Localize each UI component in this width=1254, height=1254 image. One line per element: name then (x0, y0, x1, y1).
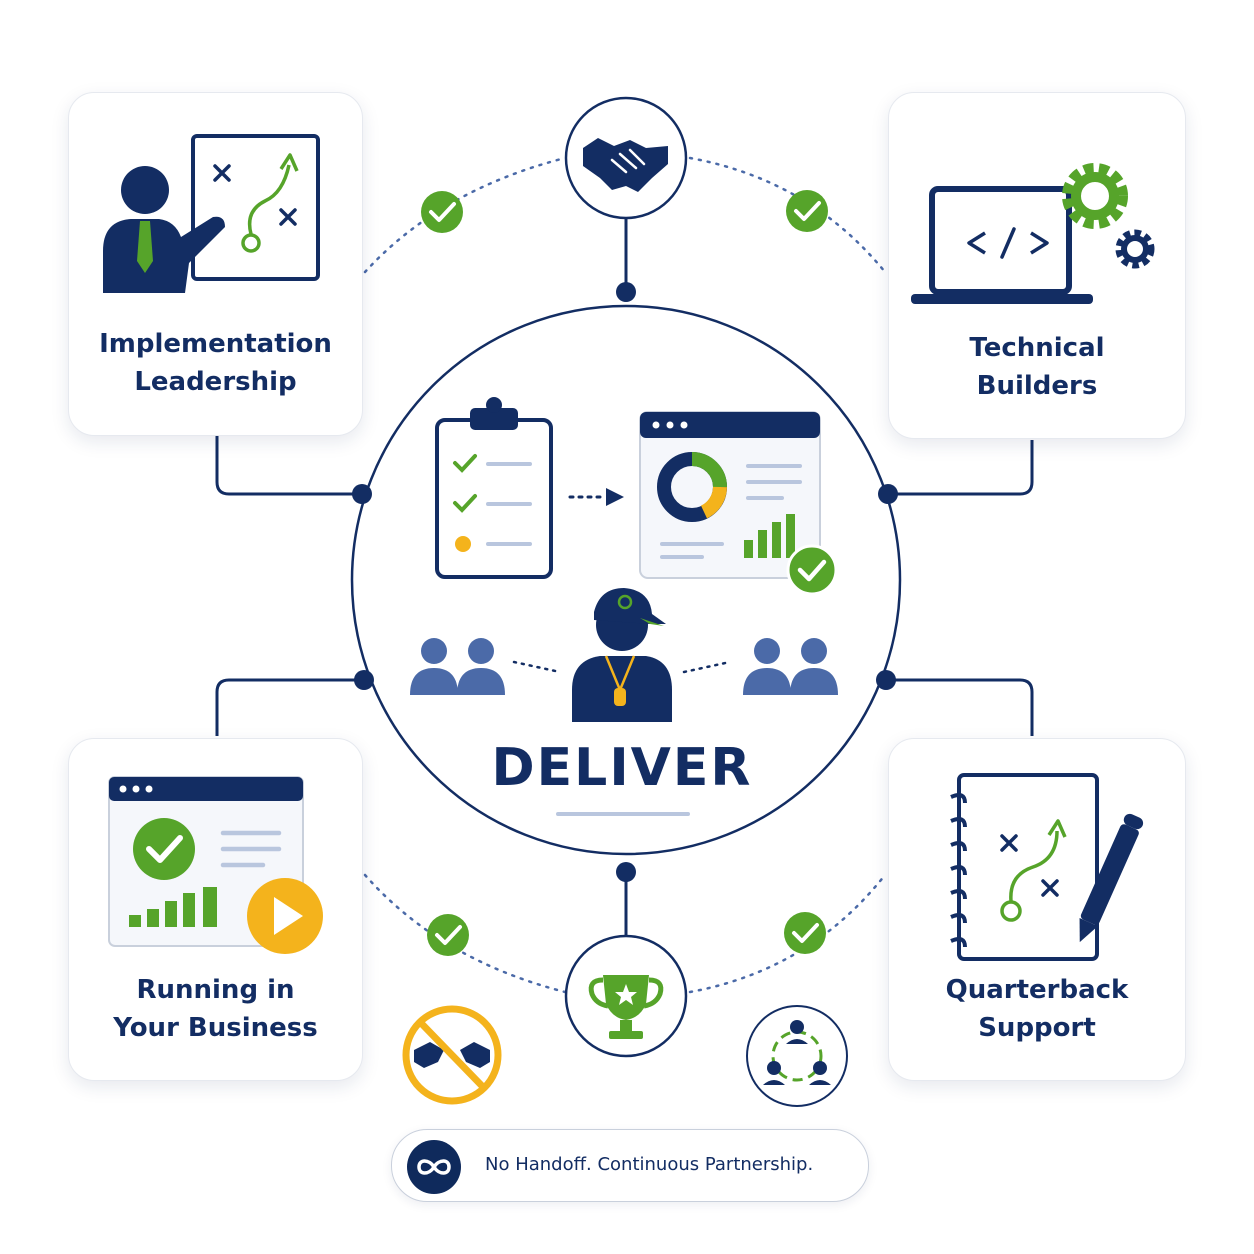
infinity-icon (407, 1140, 461, 1194)
trophy-icon (564, 934, 688, 1058)
card-label-line: Your Business (113, 1013, 318, 1043)
card-label-line: Running in (136, 975, 295, 1005)
junction-dot (354, 670, 374, 690)
card-label-line: Technical (969, 333, 1105, 363)
card-label: Technical Builders (889, 329, 1185, 405)
junction-dot (878, 484, 898, 504)
dotted-arrow-icon (568, 488, 624, 506)
dotted-link (682, 660, 732, 674)
handshake-icon (564, 96, 688, 220)
connector-bottom-left (215, 678, 364, 736)
tagline-pill: No Handoff. Continuous Partnership. (391, 1129, 869, 1202)
card-technical-builders: Technical Builders (888, 92, 1186, 439)
coach-whiteboard-icon (103, 134, 320, 293)
junction-dot (352, 484, 372, 504)
tagline-text: No Handoff. Continuous Partnership. (485, 1154, 814, 1175)
center-title: DELIVER (491, 738, 753, 798)
card-quarterback-support: Quarterback Support (888, 738, 1186, 1081)
card-label-line: Implementation (99, 329, 332, 359)
coach-icon (572, 588, 672, 722)
card-label: Running in Your Business (69, 971, 362, 1047)
connector-bottom-right (886, 678, 1034, 736)
team-cycle-icon (746, 1005, 848, 1107)
junction-dot (616, 862, 636, 882)
check-badge-icon (786, 190, 828, 232)
card-implementation-leadership: Implementation Leadership (68, 92, 363, 436)
team-icon (410, 638, 505, 695)
check-badge-icon (427, 914, 469, 956)
dashboard-chart-icon (639, 411, 838, 596)
card-label-line: Leadership (134, 367, 297, 397)
card-label-line: Builders (976, 371, 1098, 401)
checklist-icon (435, 397, 553, 579)
card-label: Quarterback Support (889, 971, 1185, 1047)
junction-dot (876, 670, 896, 690)
junction-dot (616, 282, 636, 302)
dotted-link (512, 660, 562, 674)
dotted-arc-bottom-left (363, 873, 567, 994)
card-label: Implementation Leadership (69, 325, 362, 401)
card-label-line: Support (978, 1013, 1096, 1043)
playbook-notebook-icon (950, 773, 1144, 961)
dotted-arc-top-left (363, 156, 567, 274)
check-badge-icon (421, 191, 463, 233)
card-label-line: Quarterback (945, 975, 1129, 1005)
laptop-code-gears-icon (911, 163, 1155, 304)
no-handoff-icon (402, 1005, 502, 1105)
connector-top-right (888, 440, 1034, 496)
dashboard-play-icon (108, 776, 323, 954)
check-badge-icon (784, 912, 826, 954)
card-running-in-your-business: Running in Your Business (68, 738, 363, 1081)
connector-top-left (215, 436, 362, 496)
team-icon (743, 638, 838, 695)
